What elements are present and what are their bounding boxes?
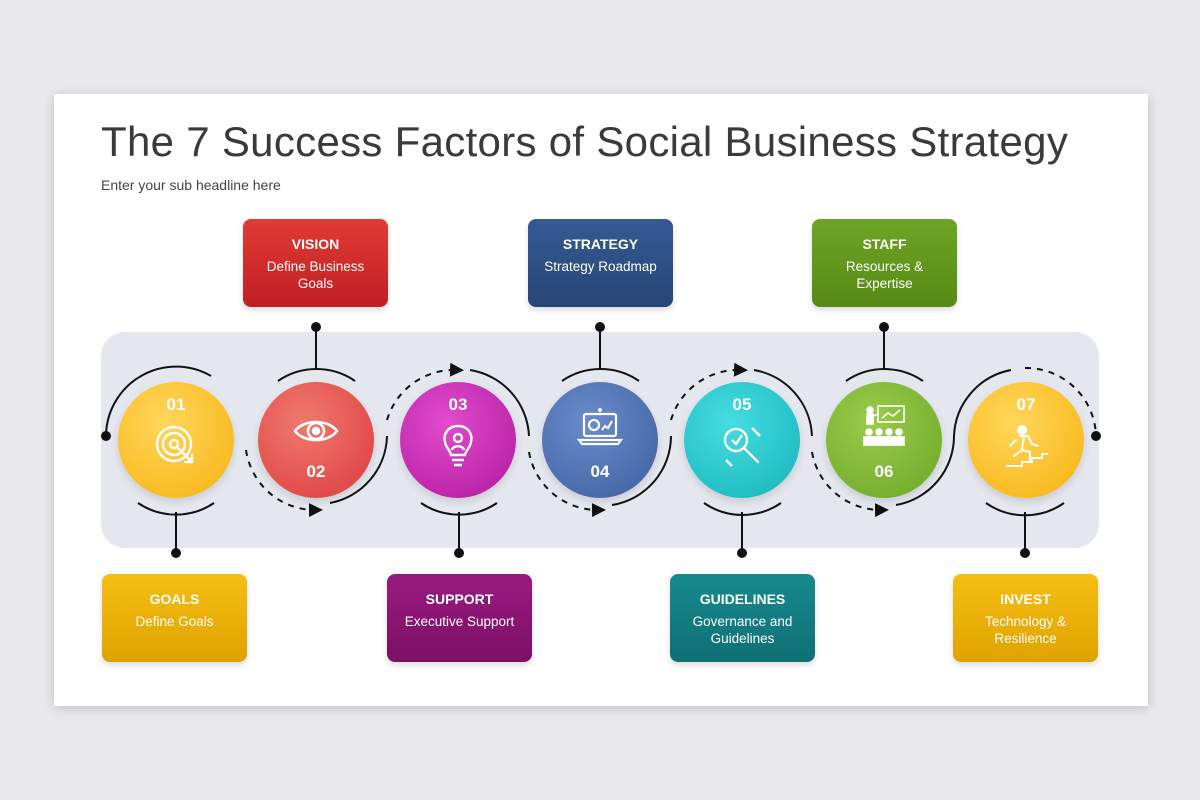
eye-icon	[293, 420, 339, 442]
factor-heading-staff: STAFF	[862, 236, 907, 252]
factor-number-05: 05	[732, 395, 752, 414]
stem-dot-04	[595, 322, 605, 332]
arc-06-top	[845, 368, 924, 382]
stem-dot-06	[879, 322, 889, 332]
factor-card-staff: STAFF Resources & Expertise	[812, 219, 957, 307]
factor-description-guidelines: Governance and Guidelines	[692, 614, 793, 646]
arc-05-right	[753, 369, 813, 437]
slide-title: The 7 Success Factors of Social Business…	[101, 118, 1069, 165]
stem-dot-05	[737, 548, 747, 558]
start-dot	[101, 431, 111, 441]
target-click-icon	[155, 425, 194, 464]
factor-number-07: 07	[1016, 395, 1036, 414]
factor-heading-support: SUPPORT	[425, 591, 494, 607]
factor-heading-guidelines: GUIDELINES	[699, 591, 786, 607]
climbing-stairs-icon	[1006, 425, 1048, 467]
factor-circle-02: 02	[258, 382, 374, 498]
factor-circle-04: 04	[542, 382, 658, 498]
stem-dot-01	[171, 548, 181, 558]
factor-description-support: Executive Support	[404, 614, 515, 629]
lightbulb-person-icon	[443, 424, 473, 467]
factor-card-goals: GOALS Define Goals	[102, 574, 247, 662]
factor-circle-03: 03	[400, 382, 516, 498]
end-dot	[1091, 431, 1101, 441]
factor-number-06: 06	[874, 462, 894, 481]
factor-card-invest: INVEST Technology & Resilience	[953, 574, 1098, 662]
magnifier-tools-icon	[723, 427, 761, 467]
factor-card-strategy: STRATEGY Strategy Roadmap	[528, 219, 673, 307]
factor-circle-07: 07	[968, 382, 1084, 498]
slide-subtitle: Enter your sub headline here	[101, 177, 281, 193]
factor-number-02: 02	[306, 462, 326, 481]
stem-dot-07	[1020, 548, 1030, 558]
factor-number-01: 01	[166, 395, 186, 414]
presentation-team-icon	[863, 405, 905, 446]
factor-circle-01: 01	[118, 382, 234, 498]
arc-05-06-dashed	[811, 451, 889, 518]
factor-card-support: SUPPORT Executive Support	[387, 574, 532, 662]
arc-03-04-dashed	[528, 451, 606, 518]
factor-description-strategy: Strategy Roadmap	[544, 259, 657, 274]
factor-card-vision: VISION Define Business Goals	[243, 219, 388, 307]
factor-description-invest: Technology & Resilience	[984, 614, 1067, 646]
arc-07-left	[953, 369, 1012, 437]
factor-heading-vision: VISION	[291, 236, 340, 252]
arc-01-left	[105, 365, 212, 437]
arc-06-right	[895, 435, 955, 506]
factor-heading-strategy: STRATEGY	[562, 236, 639, 252]
factor-card-guidelines: GUIDELINES Governance and Guidelines	[670, 574, 815, 662]
factor-circle-05: 05	[684, 382, 800, 498]
laptop-strategy-icon	[576, 408, 624, 446]
factor-heading-invest: INVEST	[1000, 591, 1051, 607]
arc-02-top	[277, 368, 356, 382]
factor-circle-06: 06	[826, 382, 942, 498]
factor-description-goals: Define Goals	[135, 614, 214, 629]
arc-04-top	[561, 368, 640, 382]
factor-heading-goals: GOALS	[149, 591, 200, 607]
factor-number-03: 03	[448, 395, 468, 414]
stem-dot-02	[311, 322, 321, 332]
arc-04-right	[611, 435, 672, 506]
factor-number-04: 04	[590, 462, 610, 481]
arc-07-right-dashed	[1024, 366, 1097, 437]
factor-description-vision: Define Business Goals	[266, 259, 365, 291]
arc-01-02-dashed	[245, 449, 323, 518]
arc-02-right	[329, 435, 388, 504]
arc-03-right	[469, 369, 530, 437]
factor-description-staff: Resources & Expertise	[845, 259, 924, 291]
stem-dot-03	[454, 548, 464, 558]
